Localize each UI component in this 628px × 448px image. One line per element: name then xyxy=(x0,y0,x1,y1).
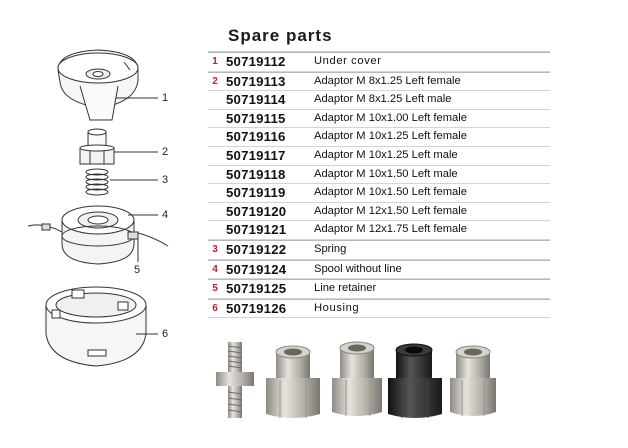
part-code: 50719118 xyxy=(226,166,286,182)
item-number: 1 xyxy=(212,56,218,67)
part-description: Adaptor M 8x1.25 Left female xyxy=(314,74,461,87)
item-number: 4 xyxy=(212,263,218,275)
item-number: 2 xyxy=(212,75,218,87)
table-row: 50719121 Adaptor M 12x1.75 Left female xyxy=(208,221,550,240)
part-description: Adaptor M 10x1.25 Left female xyxy=(314,130,467,143)
spool-drawing xyxy=(27,205,169,265)
table-row: 50719119 Adaptor M 10x1.50 Left female xyxy=(208,184,550,203)
table-row: 50719117 Adaptor M 10x1.25 Left male xyxy=(208,147,550,166)
part-code: 50719119 xyxy=(226,185,286,201)
item-number: 5 xyxy=(212,283,218,295)
part-code: 50719126 xyxy=(226,300,287,316)
part-description: Adaptor M 12x1.75 Left female xyxy=(314,223,467,236)
part-description: Adaptor M 10x1.25 Left male xyxy=(314,148,458,161)
table-row: 50719116 Adaptor M 10x1.25 Left female xyxy=(208,128,550,147)
table-row: 50719120 Adaptor M 12x1.50 Left female xyxy=(208,203,550,222)
table-row: 5 50719125 Line retainer xyxy=(208,279,550,299)
part-code: 50719120 xyxy=(226,203,287,219)
female-adaptor-photo xyxy=(332,341,382,416)
part-description: Line retainer xyxy=(314,282,377,295)
callout-4: 4 xyxy=(162,209,169,221)
part-description: Adaptor M 8x1.25 Left male xyxy=(314,93,452,106)
table-row: 3 50719122 Spring xyxy=(208,239,550,260)
black-adaptor-photo xyxy=(388,343,442,418)
housing-drawing xyxy=(45,286,147,367)
part-code: 50719114 xyxy=(226,92,286,108)
part-code: 50719113 xyxy=(226,73,286,89)
under-cover-drawing xyxy=(57,49,139,121)
part-description: Adaptor M 10x1.50 Left female xyxy=(314,186,467,199)
page-title: Spare parts xyxy=(228,26,333,45)
female-adaptor-photo xyxy=(266,345,320,418)
part-description: Adaptor M 12x1.50 Left female xyxy=(314,204,467,217)
table-row: 6 50719126 Housing xyxy=(208,298,550,319)
part-description: Housing xyxy=(314,301,360,314)
part-code: 50719112 xyxy=(226,54,286,69)
part-description: Adaptor M 10x1.50 Left male xyxy=(314,167,458,180)
table-row: 1 50719112 Under cover xyxy=(208,52,550,72)
callout-3: 3 xyxy=(162,174,169,186)
table-row: 4 50719124 Spool without line xyxy=(208,259,550,280)
part-code: 50719122 xyxy=(226,241,287,257)
part-description: Spring xyxy=(314,242,347,255)
adaptor-drawing xyxy=(79,128,115,165)
callout-1: 1 xyxy=(162,92,169,104)
female-adaptor-photo xyxy=(450,345,496,416)
part-code: 50719125 xyxy=(226,281,287,297)
table-row: 50719114 Adaptor M 8x1.25 Left male xyxy=(208,91,550,110)
adaptor-photos xyxy=(216,341,496,418)
callout-6: 6 xyxy=(162,328,169,340)
callout-5: 5 xyxy=(134,264,141,276)
part-code: 50719116 xyxy=(226,129,286,145)
part-description: Adaptor M 10x1.00 Left female xyxy=(314,111,467,124)
part-code: 50719121 xyxy=(226,222,287,238)
item-number: 3 xyxy=(212,243,218,255)
part-description: Under cover xyxy=(314,55,382,67)
male-adaptor-photo xyxy=(216,342,254,418)
part-code: 50719115 xyxy=(226,110,286,126)
item-number: 6 xyxy=(212,302,218,314)
part-description: Spool without line xyxy=(314,262,402,275)
table-row: 2 50719113 Adaptor M 8x1.25 Left female xyxy=(208,71,550,92)
exploded-view-drawing xyxy=(27,49,169,367)
part-code: 50719124 xyxy=(226,261,287,277)
table-row: 50719115 Adaptor M 10x1.00 Left female xyxy=(208,110,550,129)
part-code: 50719117 xyxy=(226,147,286,163)
table-row: 50719118 Adaptor M 10x1.50 Left male xyxy=(208,166,550,185)
spring-drawing xyxy=(85,168,109,196)
callout-2: 2 xyxy=(162,146,169,158)
